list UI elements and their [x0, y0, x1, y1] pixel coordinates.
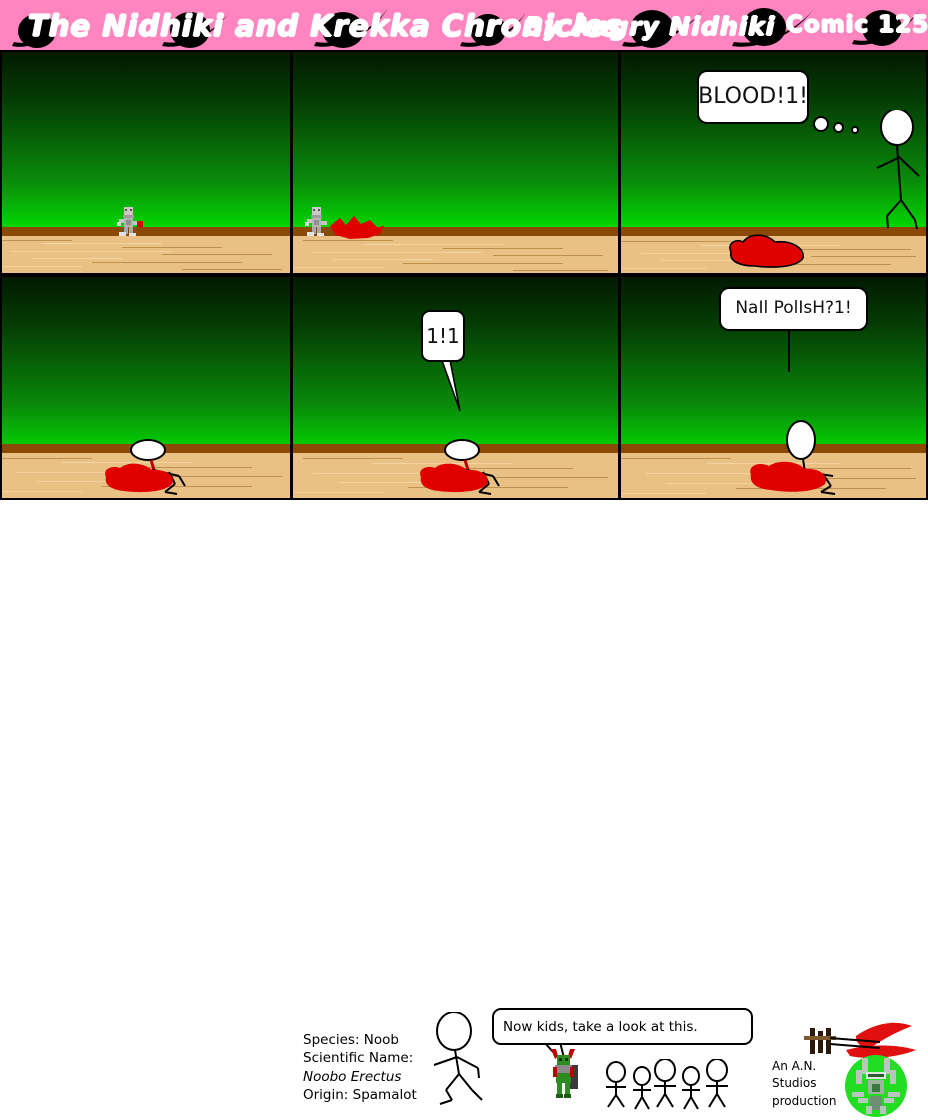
banner-ornament-claw-6: [732, 6, 816, 47]
panel-floor-trim: [293, 227, 618, 236]
comic-byline: By Angry Nidhiki: [524, 12, 776, 41]
scientific-name-label: Scientific Name:: [303, 1050, 414, 1067]
student-stick-figure: [706, 1059, 728, 1108]
banner-ornament-claw-5: [622, 6, 706, 47]
speech-text: BLOOD!1!: [698, 84, 808, 110]
speech-text: 1!1: [426, 323, 460, 348]
speech-bubble-tail: [439, 355, 461, 412]
comic-footer-area: Species: Noob Scientific Name: Noobo Ere…: [0, 500, 928, 1117]
student-stick-figure: [654, 1059, 676, 1108]
comic-panel-5: 1!1: [293, 277, 618, 498]
teacher-speech-text: Now kids, take a look at this.: [503, 1018, 698, 1035]
student-stick-figure: [682, 1066, 700, 1110]
teacher-character: [551, 1049, 578, 1098]
speech-text: NaIl PolIsH?1!: [735, 298, 852, 319]
teacher-speech-bubble: Now kids, take a look at this.: [492, 1008, 753, 1045]
banner-ornament-claw-7: [852, 8, 920, 45]
thought-dot-large: [813, 116, 829, 132]
comic-panel-6: NaIl PolIsH?1!: [621, 277, 926, 498]
comic-number: Comic 125: [786, 12, 928, 38]
speech-bubble-panel-5: 1!1: [421, 310, 465, 362]
banner-ornament-claw-4: [460, 12, 526, 47]
comic-panel-1: [2, 52, 290, 273]
species-name-line: Species: Noob: [303, 1032, 399, 1048]
speech-bubble-panel-3: BLOOD!1!: [697, 70, 809, 124]
blood-pool: [105, 463, 173, 493]
comic-panel-grid: BLOOD!1!: [0, 50, 928, 500]
blood-pool: [750, 461, 826, 492]
blood-pool: [420, 463, 488, 493]
stick-figure-character: [876, 110, 920, 230]
comic-panel-2: [293, 52, 618, 273]
comic-panel-4: [2, 277, 290, 498]
panel-floor-trim: [621, 444, 926, 453]
speech-bubble-panel-6: NaIl PolIsH?1!: [719, 287, 868, 331]
blood-pool: [729, 234, 804, 268]
thought-dot-medium: [833, 122, 844, 133]
origin-line: Origin: Spamalot: [303, 1087, 417, 1104]
panel-wood-floor: [2, 236, 290, 273]
speech-bubble-tail: [788, 327, 790, 372]
species-info-card: Species: Noob Scientific Name: Noobo Ere…: [303, 1031, 417, 1104]
studio-logo: [804, 1022, 916, 1117]
blood-spray: [330, 216, 384, 239]
banner-ornament-claw-1: [12, 14, 70, 47]
student-stick-figure: [606, 1061, 626, 1108]
comic-title: The Nidhiki and Krekka Chronicles: [28, 9, 623, 43]
comic-header-banner: The Nidhiki and Krekka Chronicles By Ang…: [0, 0, 928, 50]
panel-wood-floor: [293, 236, 618, 273]
scientific-name-value: Noobo Erectus: [303, 1068, 402, 1085]
silver-robot-character: [305, 207, 327, 236]
panel-floor-trim: [2, 227, 290, 236]
specimen-stick-figure: [433, 1012, 483, 1105]
banner-ornament-claw-2: [162, 8, 232, 47]
banner-ornament-blob-6: [742, 8, 786, 46]
silver-robot-character: [117, 207, 143, 236]
comic-panel-3: BLOOD!1!: [621, 52, 926, 273]
banner-ornament-claw-3: [314, 8, 388, 47]
thought-dot-small: [851, 126, 859, 134]
panel-floor-trim: [621, 227, 926, 236]
